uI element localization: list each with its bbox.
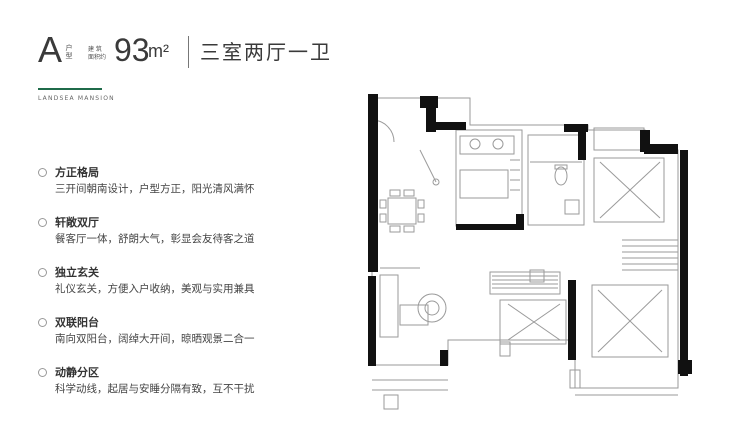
area-value: 93 — [114, 32, 150, 68]
feature-desc: 餐客厅一体，舒朗大气，彰显会友待客之道 — [55, 233, 255, 245]
feature-desc: 礼仪玄关，方便入户收纳，美观与实用兼具 — [55, 283, 255, 295]
bullet-circle-icon — [38, 168, 47, 177]
feature-title: 独立玄关 — [55, 266, 99, 279]
plan-walls — [368, 94, 692, 376]
feature-title: 双联阳台 — [55, 316, 99, 329]
brand-accent-line — [38, 88, 102, 90]
bullet-circle-icon — [38, 318, 47, 327]
bullet-circle-icon — [38, 268, 47, 277]
feature-title: 动静分区 — [55, 366, 99, 379]
feature-title: 方正格局 — [55, 166, 99, 179]
feature-desc: 科学动线，起居与安睡分隔有致，互不干扰 — [55, 383, 255, 395]
bullet-circle-icon — [38, 368, 47, 377]
feature-desc: 三开间朝南设计，户型方正，阳光清风满怀 — [55, 183, 255, 195]
bullet-circle-icon — [38, 218, 47, 227]
room-layout: 三室两厅一卫 — [200, 40, 332, 64]
area-label-1: 建 筑 — [88, 46, 102, 53]
plan-thin-lines — [371, 97, 679, 410]
unit-type-label-2: 型 — [65, 52, 73, 60]
unit-type-label-1: 户 — [65, 44, 73, 52]
unit-type-letter: A — [38, 29, 63, 70]
floor-plan — [368, 94, 692, 410]
header-separator — [188, 36, 189, 68]
area-label-2: 面积约 — [88, 54, 107, 61]
feature-desc: 南向双阳台，阔绰大开间，晾晒观景二合一 — [55, 333, 255, 345]
area-unit: m² — [148, 41, 169, 61]
feature-title: 轩敞双厅 — [55, 216, 99, 229]
brand-name: LANDSEA MANSION — [38, 95, 115, 102]
